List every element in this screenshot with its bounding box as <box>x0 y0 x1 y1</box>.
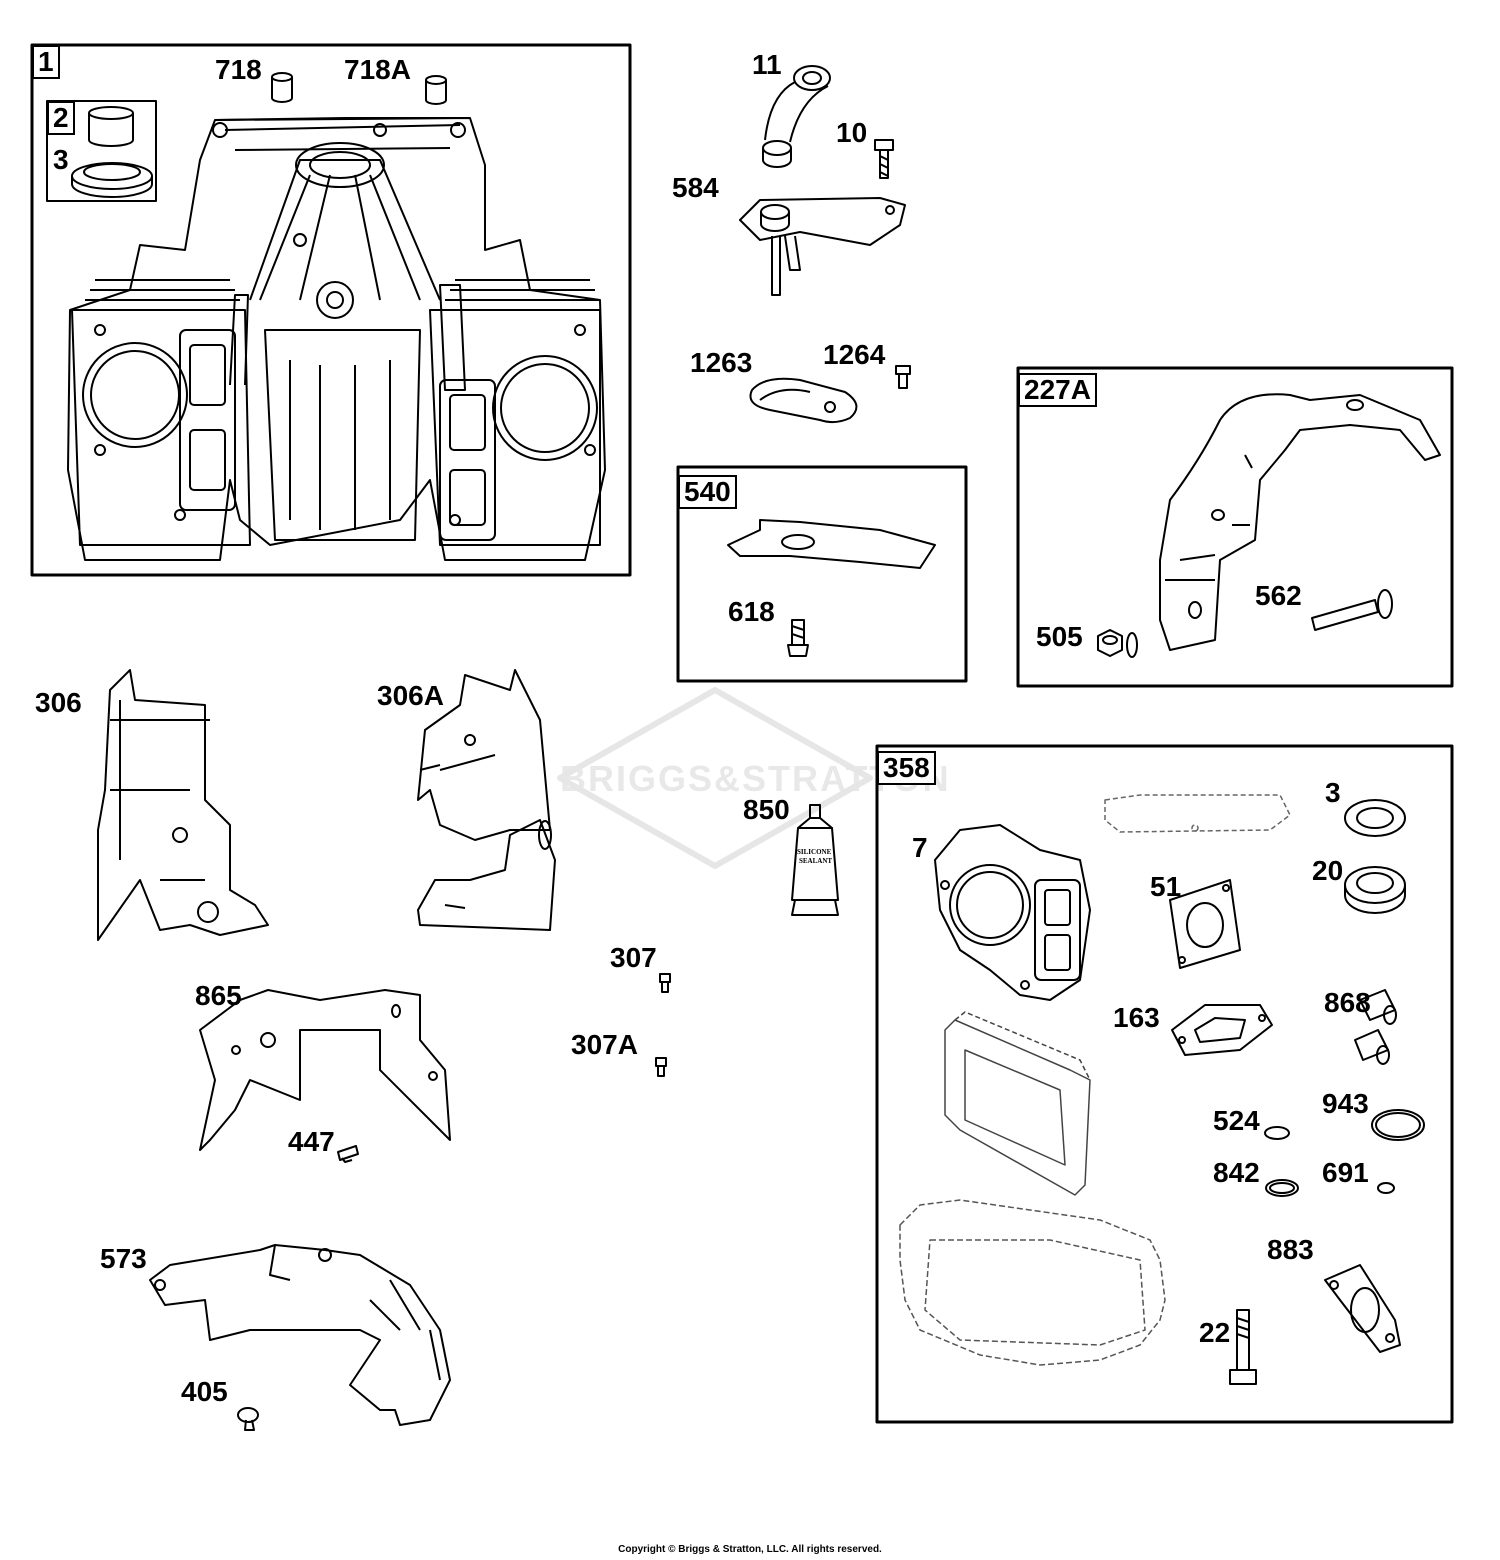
part-label-306: 306 <box>35 687 82 718</box>
bushing-part <box>88 106 134 147</box>
part-label-505: 505 <box>1036 621 1083 652</box>
gasket-strip-part <box>1104 794 1291 833</box>
box-1 <box>30 43 632 577</box>
nut-part-505 <box>1097 629 1138 658</box>
part-label-307a: 307A <box>571 1029 638 1060</box>
screw-part-1264 <box>895 365 911 389</box>
copyright-notice: Copyright © Briggs & Stratton, LLC. All … <box>618 1544 882 1555</box>
valve-seal-part-868 <box>1354 989 1397 1065</box>
seal-part <box>71 162 153 198</box>
valve-cover-gasket-part <box>944 1011 1091 1196</box>
gasket-part-883 <box>1324 1264 1401 1353</box>
screw-part-307a <box>655 1057 667 1077</box>
watermark-hexagon <box>557 687 873 869</box>
part-label-163: 163 <box>1113 1002 1160 1033</box>
bearing-part-20 <box>1344 866 1406 914</box>
box-id-227a: 227A <box>1018 373 1097 407</box>
part-label-842: 842 <box>1213 1157 1260 1188</box>
dowel-part <box>271 72 447 105</box>
crankcase-gasket-part <box>899 1199 1166 1366</box>
part-label-883: 883 <box>1267 1234 1314 1265</box>
tube-text-line-2: SEALANT <box>799 857 833 865</box>
part-label-307: 307 <box>610 942 657 973</box>
screw-part-405 <box>237 1407 259 1431</box>
tube-text-line-1: SILICONE <box>797 848 832 856</box>
part-label-51: 51 <box>1150 871 1182 902</box>
breather-tube-part <box>762 65 831 168</box>
air-guide-part-573 <box>149 1244 451 1426</box>
shield-plate-part <box>727 519 936 569</box>
shroud-part-306 <box>97 669 269 941</box>
part-label-447: 447 <box>288 1126 335 1157</box>
head-gasket-part-7 <box>934 824 1091 1001</box>
o-ring-part-842 <box>1265 1179 1299 1197</box>
screw-part-447 <box>337 1145 359 1163</box>
part-label-718: 718 <box>215 54 262 85</box>
part-label-584: 584 <box>672 172 719 203</box>
screw-part-618 <box>787 619 809 657</box>
part-label-10: 10 <box>836 117 868 148</box>
part-label-20: 20 <box>1312 855 1344 886</box>
bolt-part-10 <box>874 139 894 179</box>
part-label-3-box358: 3 <box>1325 777 1341 808</box>
part-label-405: 405 <box>181 1376 228 1407</box>
part-label-573: 573 <box>100 1243 147 1274</box>
o-ring-part-691 <box>1377 1182 1395 1194</box>
part-label-3-box1: 3 <box>53 144 69 175</box>
part-label-718a: 718A <box>344 54 411 85</box>
part-label-850: 850 <box>743 794 790 825</box>
part-label-691: 691 <box>1322 1157 1369 1188</box>
bracket-part-227a <box>1159 393 1441 651</box>
part-label-618: 618 <box>728 596 775 627</box>
screw-part-307 <box>659 973 671 993</box>
shaft-part-562 <box>1311 589 1393 631</box>
box-id-1: 1 <box>32 45 60 79</box>
part-label-1264: 1264 <box>823 339 886 370</box>
o-ring-part-943 <box>1371 1109 1425 1141</box>
cylinder-block-part <box>67 117 606 561</box>
gasket-part-163 <box>1171 1004 1273 1056</box>
box-540 <box>676 465 968 683</box>
box-227a <box>1016 366 1454 688</box>
part-label-1263: 1263 <box>690 347 753 378</box>
bolt-part-22 <box>1229 1309 1257 1385</box>
part-label-524: 524 <box>1213 1105 1260 1136</box>
part-label-306a: 306A <box>377 680 444 711</box>
shroud-part-306a <box>417 669 556 931</box>
seal-part-358-3 <box>1344 799 1406 837</box>
o-ring-part-524 <box>1264 1126 1290 1140</box>
box-2 <box>46 100 157 202</box>
breather-cover-part <box>739 197 906 296</box>
box-358 <box>875 744 1454 1424</box>
part-label-943: 943 <box>1322 1088 1369 1119</box>
part-label-865: 865 <box>195 980 242 1011</box>
box-id-358: 358 <box>877 751 936 785</box>
box-id-2: 2 <box>47 101 75 135</box>
bracket-part-1263 <box>749 377 858 424</box>
baffle-part-865 <box>199 989 451 1151</box>
sealant-tube-part <box>791 804 839 916</box>
part-label-22: 22 <box>1199 1317 1231 1348</box>
part-label-7: 7 <box>912 832 928 863</box>
box-id-540: 540 <box>678 475 737 509</box>
part-label-11: 11 <box>752 49 782 80</box>
part-label-868: 868 <box>1324 987 1371 1018</box>
part-label-562: 562 <box>1255 580 1302 611</box>
gasket-part-51 <box>1169 879 1241 969</box>
